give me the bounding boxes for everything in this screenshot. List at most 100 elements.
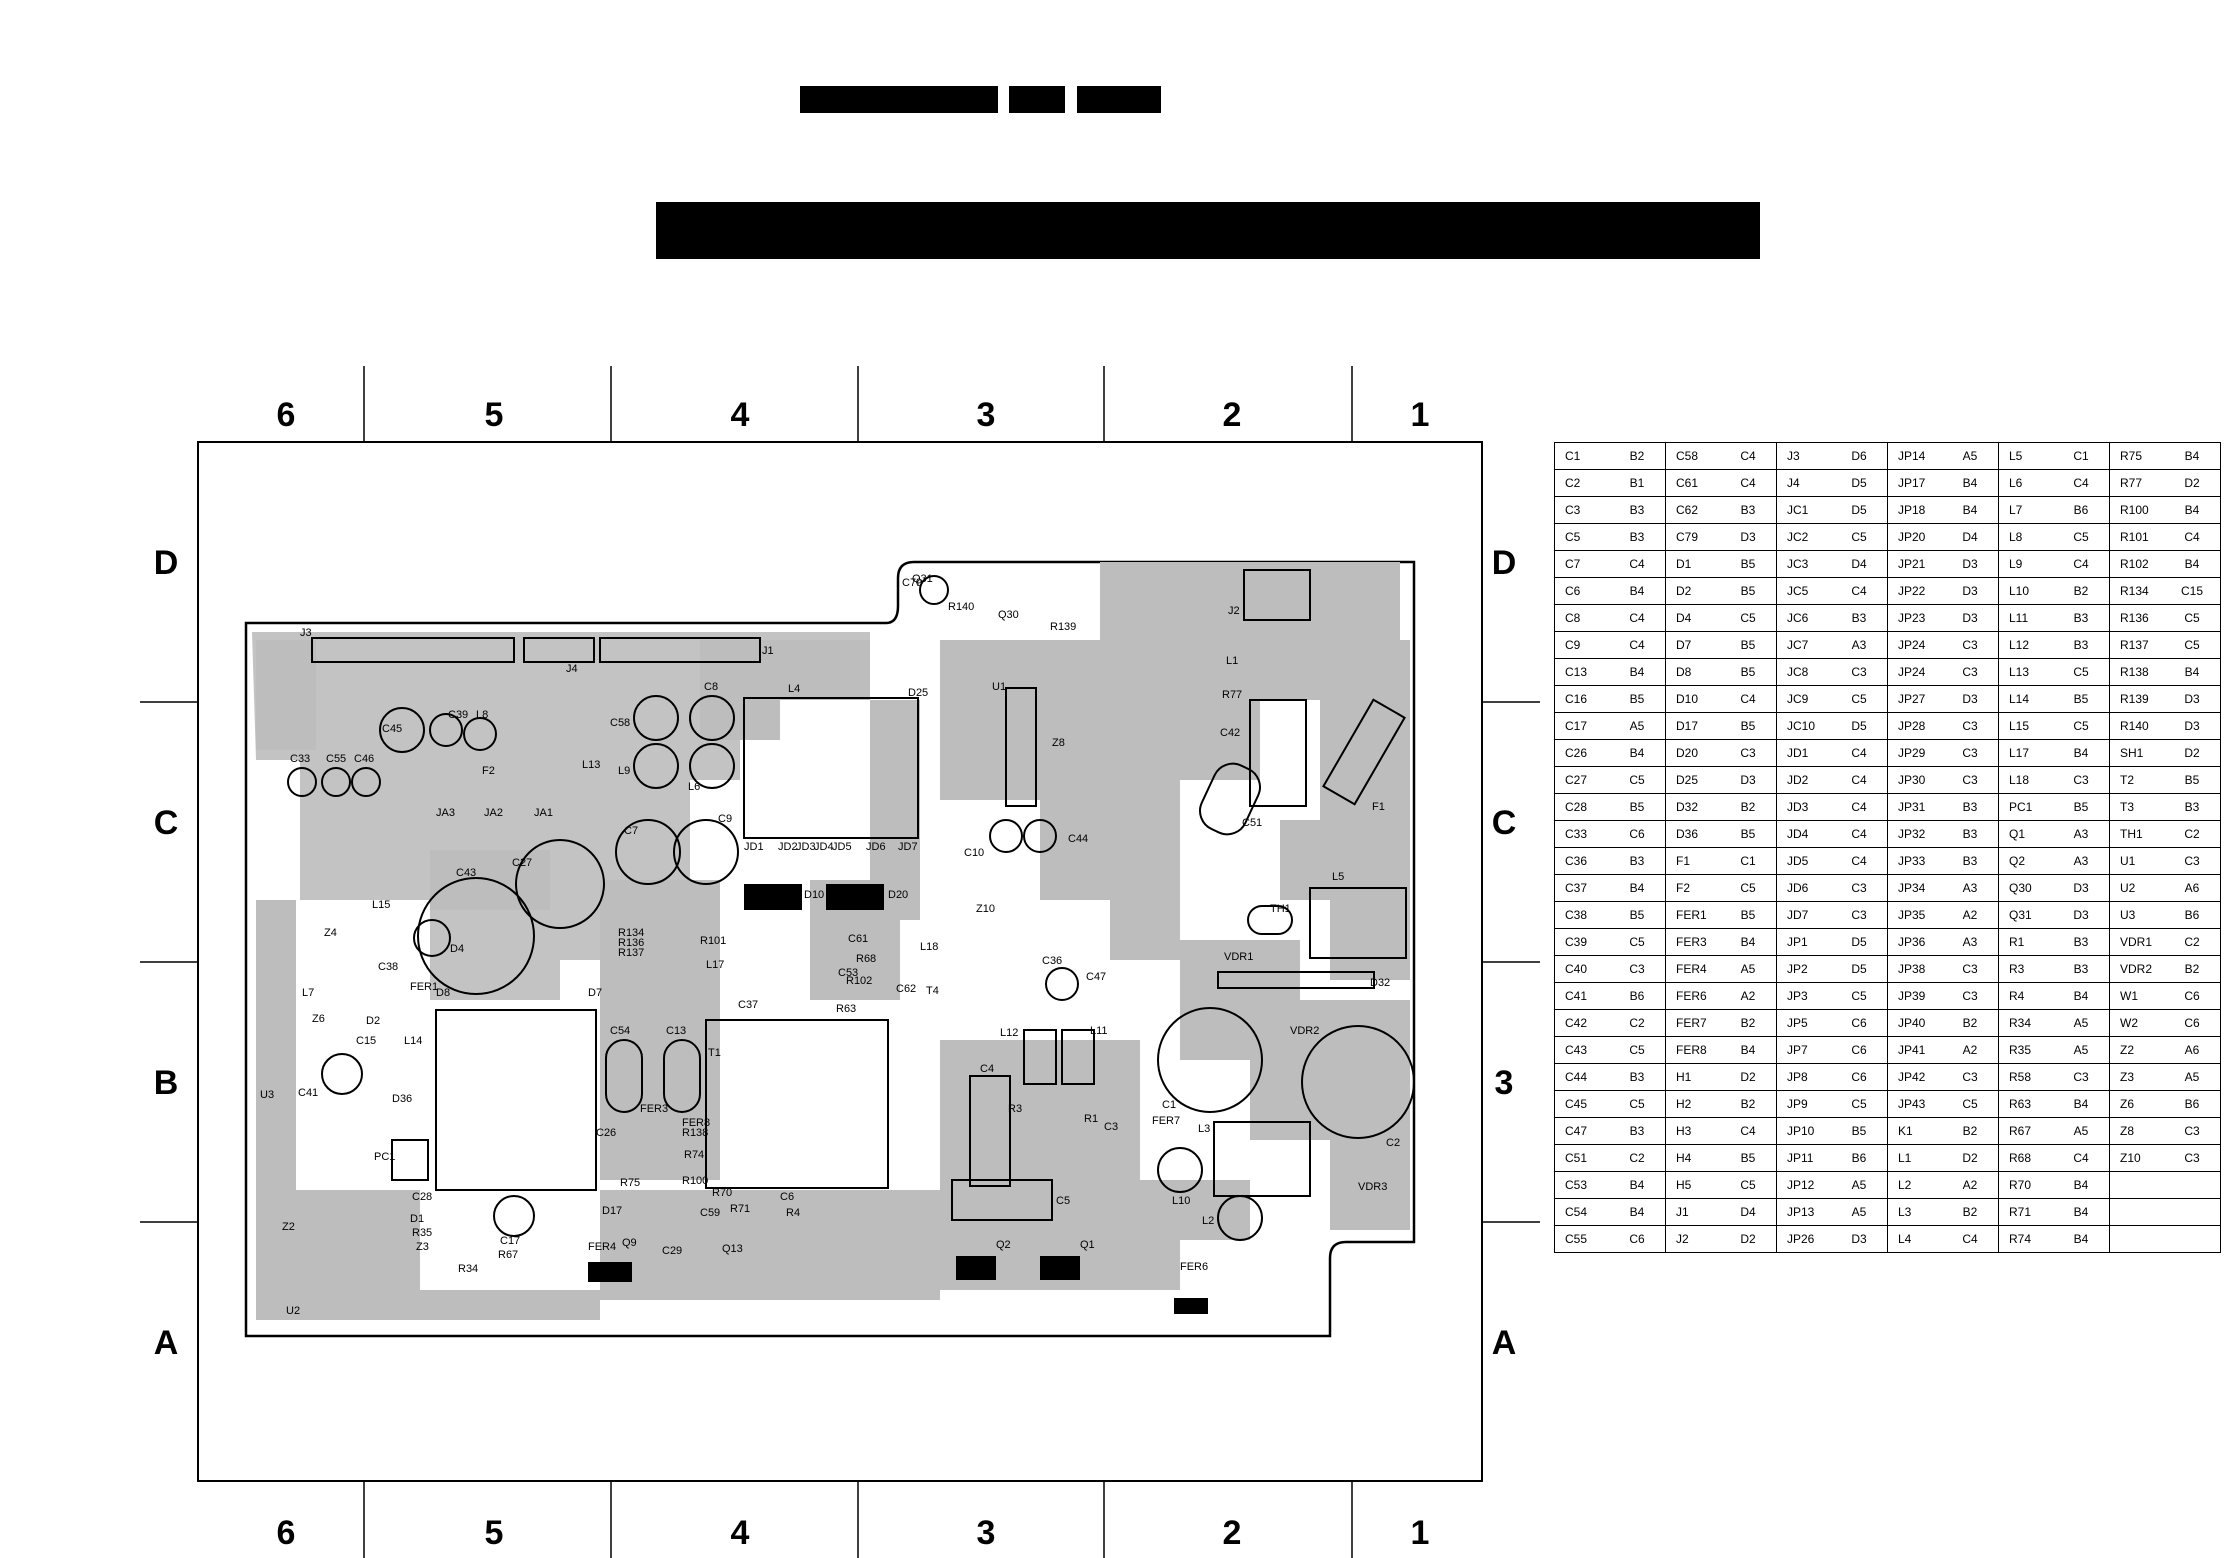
component-label: L11 xyxy=(1090,1025,1108,1037)
grid-location: B5 xyxy=(1629,908,1645,922)
component-label: L12 xyxy=(1000,1027,1018,1039)
component-ref: R100 xyxy=(2120,503,2149,517)
component-ref: R70 xyxy=(2009,1178,2032,1192)
grid-location: C3 xyxy=(1851,881,1867,895)
component-label: FER4 xyxy=(588,1241,616,1253)
grid-location: D3 xyxy=(2073,908,2089,922)
grid-location: B5 xyxy=(1740,665,1756,679)
component-ref: T3 xyxy=(2120,800,2135,814)
grid-location: C4 xyxy=(1851,827,1867,841)
grid-location: C6 xyxy=(2184,989,2200,1003)
c17-cap xyxy=(493,1195,535,1237)
component-ref: C40 xyxy=(1565,962,1588,976)
component-label: R136 xyxy=(618,937,644,949)
c13-cap xyxy=(663,1039,701,1113)
component-label: Q9 xyxy=(622,1237,637,1249)
component-label: C55 xyxy=(326,753,346,765)
t2-block xyxy=(435,1009,597,1191)
grid-location: C4 xyxy=(1851,584,1867,598)
component-label: C6 xyxy=(780,1191,794,1203)
component-label: Z8 xyxy=(1052,737,1065,749)
grid-location: A5 xyxy=(2073,1124,2089,1138)
table-cell xyxy=(2109,1198,2221,1226)
component-ref: L18 xyxy=(2009,773,2030,787)
column-label-top: 2 xyxy=(1223,396,1242,434)
component-label: L9 xyxy=(618,765,630,777)
component-ref: Z3 xyxy=(2120,1070,2135,1084)
component-ref: L3 xyxy=(1898,1205,1912,1219)
c54-cap xyxy=(605,1039,643,1113)
grid-location: D5 xyxy=(1851,476,1867,490)
component-ref: R58 xyxy=(2009,1070,2032,1084)
component-label: D10 xyxy=(804,889,824,901)
component-label: C26 xyxy=(596,1127,616,1139)
component-ref: D7 xyxy=(1676,638,1692,652)
component-label: L1 xyxy=(1226,655,1238,667)
grid-location: D5 xyxy=(1851,935,1867,949)
grid-location: B3 xyxy=(2073,962,2089,976)
component-ref: L7 xyxy=(2009,503,2023,517)
column-label-bottom: 5 xyxy=(485,1514,504,1552)
component-ref: R140 xyxy=(2120,719,2149,733)
c10-cap xyxy=(989,819,1023,853)
grid-location: B2 xyxy=(2184,962,2200,976)
component-label: C54 xyxy=(610,1025,630,1037)
grid-location: C5 xyxy=(2184,638,2200,652)
grid-location: C3 xyxy=(2184,854,2200,868)
component-ref: R136 xyxy=(2120,611,2149,625)
grid-location: C3 xyxy=(1629,962,1645,976)
component-ref: J1 xyxy=(1676,1205,1689,1219)
component-label: Q30 xyxy=(998,609,1019,621)
table-cell: C40 C3 xyxy=(1554,955,1666,983)
component-ref: JC6 xyxy=(1787,611,1809,625)
component-ref: Z10 xyxy=(2120,1151,2141,1165)
component-ref: TH1 xyxy=(2120,827,2143,841)
grid-location: A3 xyxy=(2073,827,2089,841)
grid-location: A5 xyxy=(1629,719,1645,733)
grid-location: D6 xyxy=(1851,449,1867,463)
grid-location: A6 xyxy=(2184,1043,2200,1057)
grid-location: B5 xyxy=(1740,638,1756,652)
component-label: D36 xyxy=(392,1093,412,1105)
grid-location: D3 xyxy=(1851,1232,1867,1246)
component-label: T1 xyxy=(708,1047,721,1059)
grid-location: B6 xyxy=(1629,989,1645,1003)
copper-area xyxy=(252,562,1410,1320)
grid-location: B4 xyxy=(2073,1205,2089,1219)
component-label: Z10 xyxy=(976,903,995,915)
grid-location: C4 xyxy=(1629,557,1645,571)
component-ref: C1 xyxy=(1565,449,1581,463)
grid-location: C5 xyxy=(1629,1097,1645,1111)
c42-block xyxy=(1249,699,1307,807)
f1-fuse xyxy=(1322,698,1406,806)
grid-location: B2 xyxy=(1962,1124,1978,1138)
grid-location: C5 xyxy=(1740,611,1756,625)
